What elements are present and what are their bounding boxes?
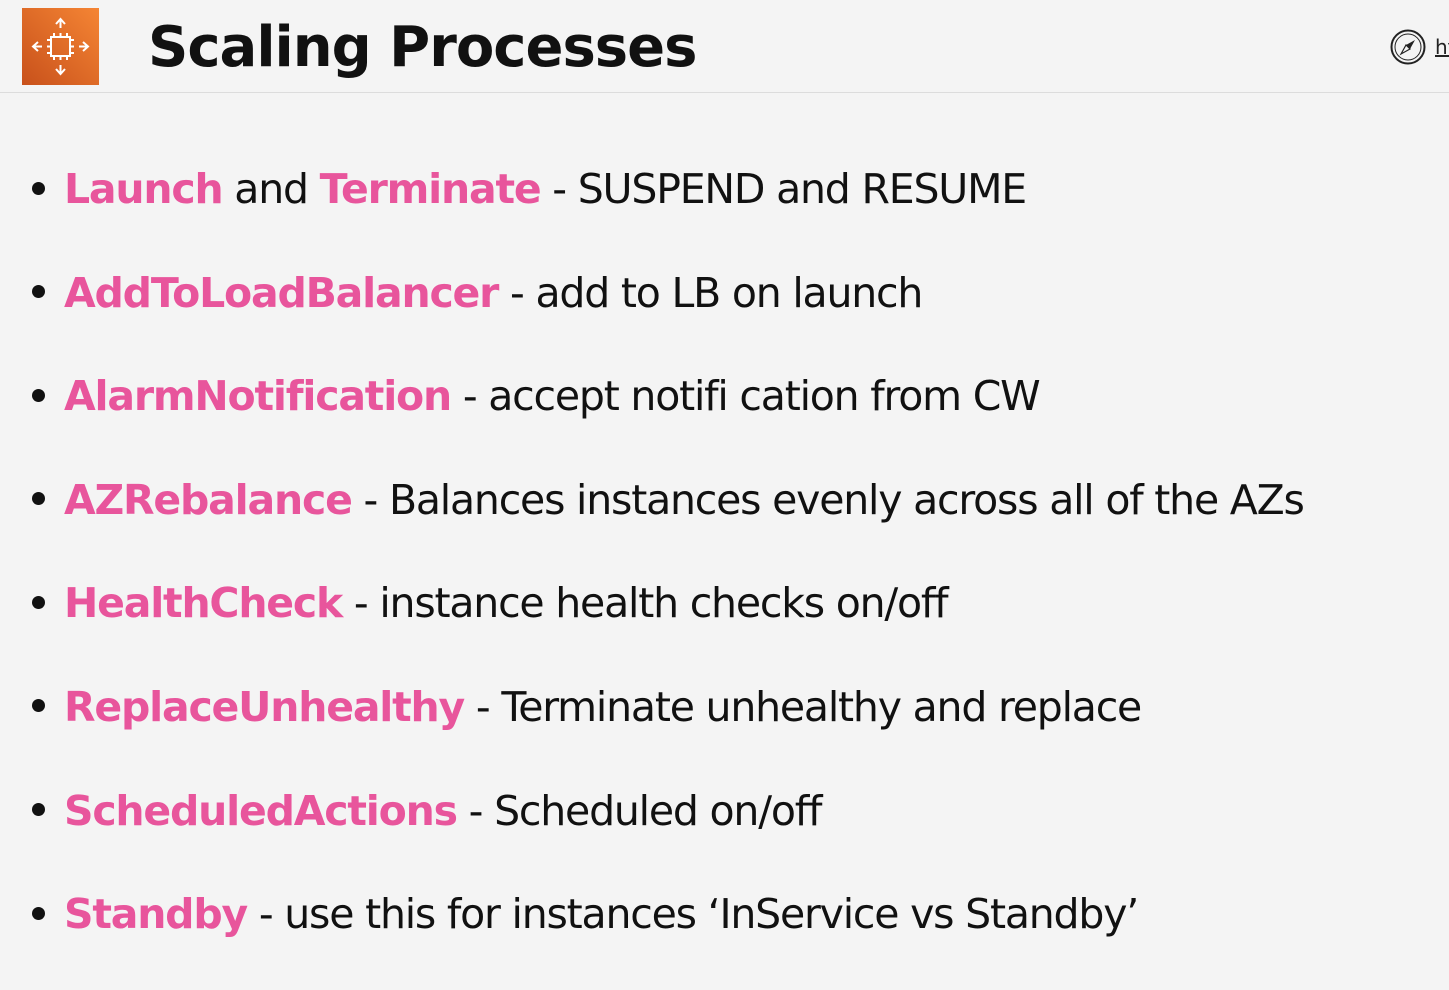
slide-header: Scaling Processes ht <box>0 0 1449 93</box>
compass-icon <box>1389 28 1427 66</box>
link-text[interactable]: ht <box>1435 35 1449 59</box>
bullet-icon <box>32 492 45 506</box>
process-name: ReplaceUnhealthy <box>64 682 465 731</box>
list-item: AZRebalance - Balances instances evenly … <box>28 447 1305 551</box>
bullet-icon <box>32 285 45 299</box>
process-description: - use this for instances ‘InService vs S… <box>247 890 1139 939</box>
bullet-icon <box>32 803 45 817</box>
process-name: ScheduledActions <box>64 786 458 835</box>
process-name: Terminate <box>319 165 542 213</box>
external-link[interactable]: ht <box>1389 28 1449 66</box>
process-name: HealthCheck <box>64 579 343 628</box>
list-item: Launch and Terminate - SUSPEND and RESUM… <box>28 136 1304 240</box>
process-name: Standby <box>64 890 248 939</box>
process-description: - add to LB on launch <box>498 268 923 317</box>
process-description: - instance health checks on/off <box>342 579 949 628</box>
process-name: AZRebalance <box>64 475 353 524</box>
process-name: AddToLoadBalancer <box>64 268 499 317</box>
connector-text: and <box>222 165 320 213</box>
scaling-process-list: Launch and Terminate - SUSPEND and RESUM… <box>28 136 1305 965</box>
process-description: - Balances instances evenly across all o… <box>351 475 1305 524</box>
process-name: Launch <box>64 165 224 213</box>
list-item: AlarmNotification - accept notifi cation… <box>28 343 1304 447</box>
bullet-icon <box>32 595 45 609</box>
bullet-icon <box>32 906 45 920</box>
page-title: Scaling Processes <box>148 15 697 80</box>
process-description: - Terminate unhealthy and replace <box>464 682 1142 731</box>
process-name: AlarmNotification <box>64 372 452 421</box>
process-description: - accept notifi cation from CW <box>451 372 1041 421</box>
bullet-icon <box>32 699 45 713</box>
process-description: - Scheduled on/off <box>456 786 823 835</box>
process-description: - SUSPEND and RESUME <box>540 165 1027 213</box>
auto-scaling-icon <box>22 8 99 85</box>
bullet-icon <box>32 181 45 195</box>
list-item: HealthCheck - instance health checks on/… <box>28 550 1304 654</box>
list-item: ScheduledActions - Scheduled on/off <box>28 758 1304 862</box>
list-item: AddToLoadBalancer - add to LB on launch <box>28 240 1304 344</box>
list-item: ReplaceUnhealthy - Terminate unhealthy a… <box>28 654 1304 758</box>
list-item: Standby - use this for instances ‘InServ… <box>28 861 1304 965</box>
bullet-icon <box>32 388 45 402</box>
